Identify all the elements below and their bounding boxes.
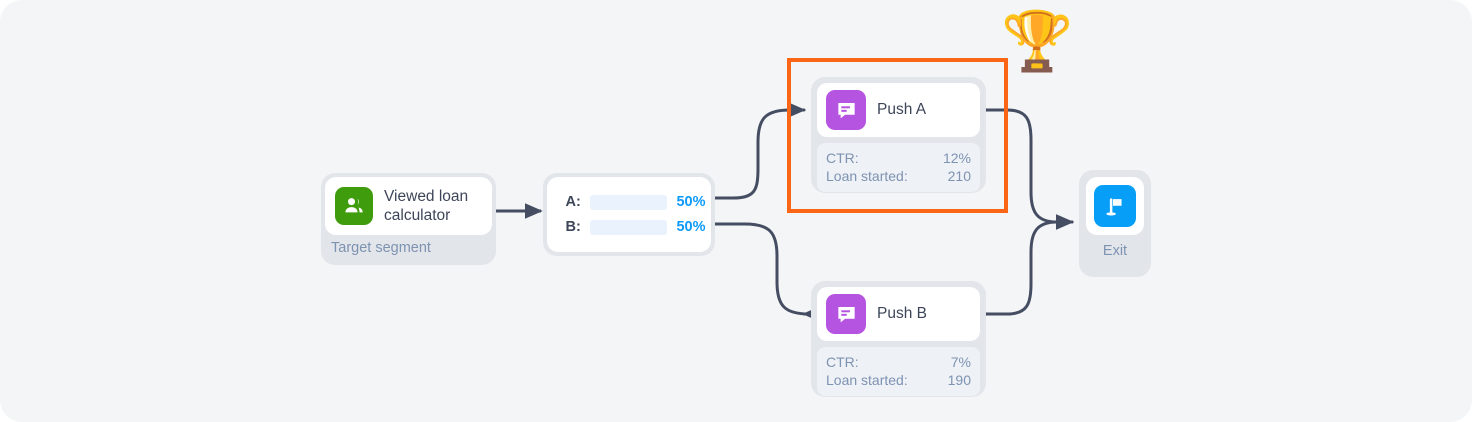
push-b-loan-label: Loan started: [826, 371, 908, 388]
push-a-stats: CTR: 12% Loan started: 210 [817, 143, 980, 192]
push-b-stats: CTR: 7% Loan started: 190 [817, 347, 980, 396]
push-b-ctr-value: 7% [950, 354, 971, 370]
exit-card[interactable] [1086, 177, 1144, 235]
node-push-a[interactable]: Push A CTR: 12% Loan started: 210 [811, 77, 986, 193]
stat-row: CTR: 12% [826, 150, 971, 168]
stat-row: Loan started: 190 [826, 372, 971, 390]
audience-icon [335, 187, 373, 225]
split-bar-a [590, 194, 668, 210]
trophy-icon: 🏆 [1001, 9, 1074, 74]
stat-row: CTR: 7% [826, 354, 971, 372]
exit-caption: Exit [1102, 243, 1128, 259]
push-b-title: Push B [877, 305, 927, 323]
segment-title: Viewed loan calculator [384, 187, 469, 224]
push-a-ctr-value: 12% [942, 150, 971, 166]
push-b-card[interactable]: Push B [817, 287, 980, 341]
push-b-loan-value: 190 [947, 371, 971, 388]
node-target-segment[interactable]: Viewed loan calculator Target segment [321, 173, 496, 265]
push-b-ctr-label: CTR: [826, 354, 859, 370]
push-a-card[interactable]: Push A [817, 83, 980, 137]
push-a-loan-value: 210 [947, 167, 971, 184]
split-card[interactable]: A: 50% B: 50% [547, 177, 711, 252]
stat-row: Loan started: 210 [826, 168, 971, 186]
segment-caption: Target segment [331, 240, 431, 256]
push-message-icon [826, 90, 866, 130]
split-row-a[interactable]: A: 50% [565, 194, 705, 210]
flag-icon [1094, 185, 1136, 227]
split-row-b[interactable]: B: 50% [565, 219, 705, 235]
edge-push-b-to-exit [975, 214, 1074, 320]
split-label-a: A: [565, 194, 581, 210]
split-percent-a: 50% [676, 194, 706, 210]
split-label-b: B: [565, 219, 581, 235]
push-a-loan-label: Loan started: [826, 167, 908, 184]
winner-highlight-box [787, 58, 1008, 213]
node-push-b[interactable]: Push B CTR: 7% Loan started: 190 [811, 281, 986, 397]
node-exit[interactable]: Exit [1079, 170, 1151, 277]
split-percent-b: 50% [676, 219, 706, 235]
edge-split-b-to-push-b [703, 218, 821, 322]
split-bar-b [590, 219, 668, 235]
push-a-title: Push A [877, 101, 927, 119]
push-message-icon [826, 294, 866, 334]
push-a-ctr-label: CTR: [826, 150, 859, 166]
segment-card[interactable]: Viewed loan calculator [325, 177, 492, 235]
node-ab-split[interactable]: A: 50% B: 50% [543, 173, 715, 256]
